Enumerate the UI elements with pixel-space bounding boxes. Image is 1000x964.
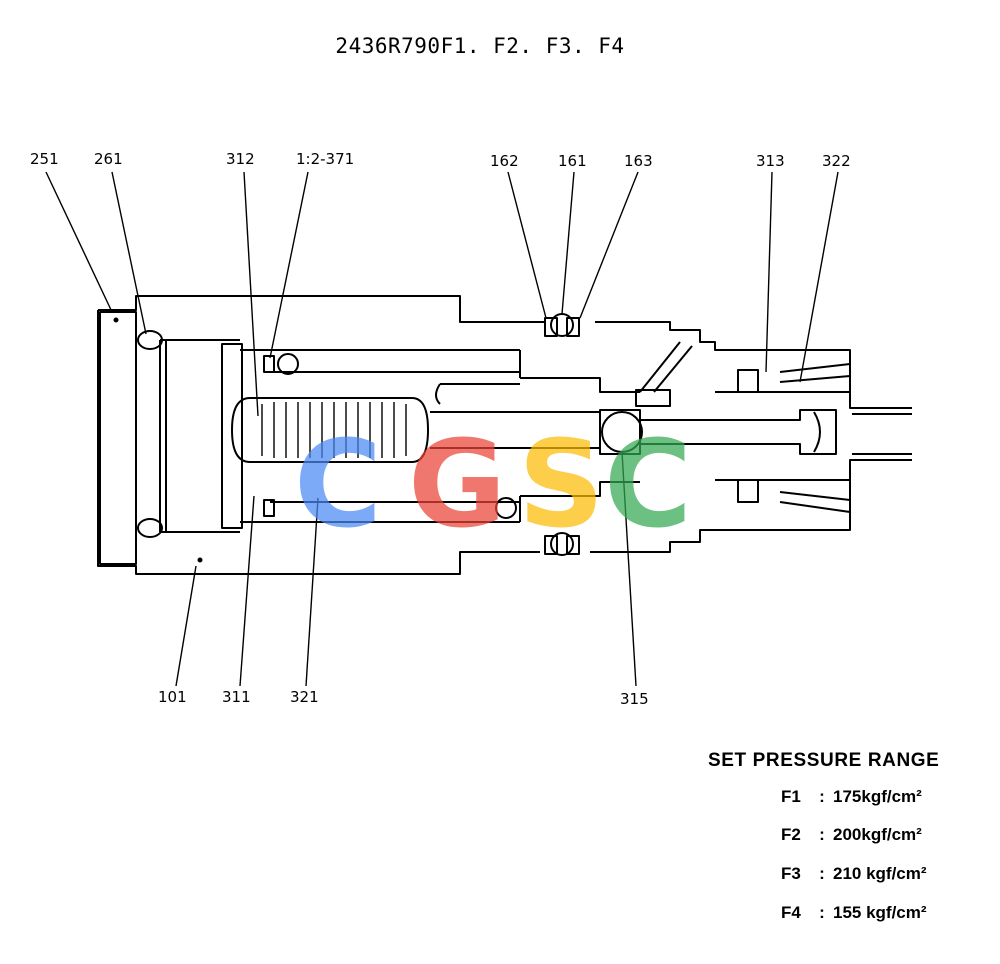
part-label-251: 251	[30, 150, 59, 168]
part-label-312: 312	[226, 150, 255, 168]
set-pressure-title: SET PRESSURE RANGE	[708, 750, 940, 771]
pressure-row: F3:210 kgf/cm²	[781, 864, 927, 884]
svg-text:C: C	[294, 416, 382, 555]
pressure-code: F3	[781, 864, 801, 883]
part-label-313: 313	[756, 152, 785, 170]
part-label-1-2-371: 1:2-371	[296, 150, 355, 168]
watermark: C G S C	[294, 416, 692, 555]
pressure-separator: :	[819, 903, 825, 922]
part-label-161: 161	[558, 152, 587, 170]
pressure-value: 200kgf/cm²	[833, 825, 922, 844]
pressure-code: F4	[781, 903, 801, 922]
part-label-261: 261	[94, 150, 123, 168]
svg-text:C: C	[604, 416, 692, 555]
pressure-code: F1	[781, 787, 801, 806]
pressure-code: F2	[781, 825, 801, 844]
drawing-title: 2436R790F1. F2. F3. F4	[335, 34, 625, 58]
part-label-315: 315	[620, 690, 649, 708]
part-label-311: 311	[222, 688, 251, 706]
body-outline	[98, 295, 912, 409]
pressure-row: F4:155 kgf/cm²	[781, 903, 927, 923]
part-label-162: 162	[490, 152, 519, 170]
pressure-separator: :	[819, 787, 825, 806]
piston	[231, 397, 429, 463]
pressure-separator: :	[819, 864, 825, 883]
pressure-row: F2:200kgf/cm²	[781, 825, 922, 845]
pressure-value: 175kgf/cm²	[833, 787, 922, 806]
part-label-163: 163	[624, 152, 653, 170]
svg-text:S: S	[518, 416, 604, 555]
pressure-separator: :	[819, 825, 825, 844]
end-cap	[99, 311, 137, 565]
pressure-row: F1:175kgf/cm²	[781, 787, 922, 807]
part-label-101: 101	[158, 688, 187, 706]
svg-text:G: G	[408, 416, 507, 555]
port-ball-lower	[550, 532, 574, 556]
pressure-value: 210 kgf/cm²	[833, 864, 927, 883]
part-label-322: 322	[822, 152, 851, 170]
part-label-321: 321	[290, 688, 319, 706]
pressure-value: 155 kgf/cm²	[833, 903, 927, 922]
